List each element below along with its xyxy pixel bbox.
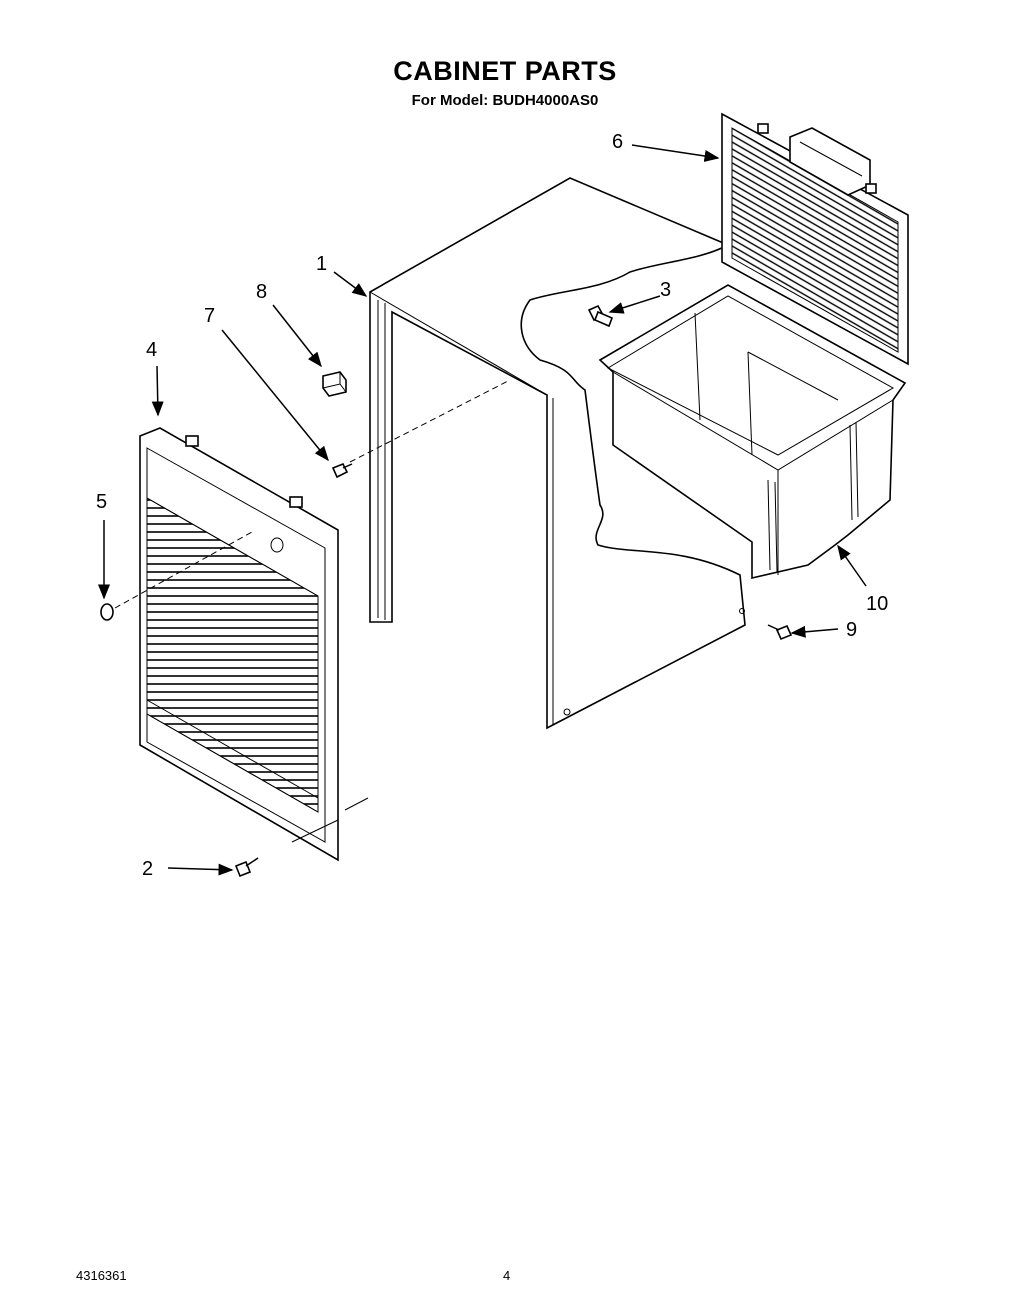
part-2-screw — [234, 857, 259, 878]
part-5-plug — [100, 603, 114, 621]
callout-4: 4 — [146, 339, 157, 361]
callout-10: 10 — [866, 593, 888, 615]
callout-5: 5 — [96, 491, 107, 513]
water-bucket — [598, 284, 907, 580]
callout-1: 1 — [316, 253, 327, 275]
callout-7: 7 — [204, 305, 215, 327]
front-grille-panel — [139, 427, 339, 862]
page-title: CABINET PARTS — [393, 56, 617, 86]
callout-9: 9 — [846, 619, 857, 641]
callout-3: 3 — [660, 279, 671, 301]
callout-8: 8 — [256, 281, 267, 303]
cabinet-wrapper — [369, 177, 746, 730]
part-7-screw — [331, 462, 353, 479]
part-3-screw — [587, 304, 614, 328]
model-subtitle: For Model: BUDH4000AS0 — [411, 92, 599, 109]
callout-2: 2 — [142, 858, 153, 880]
page-number: 4 — [503, 1268, 511, 1283]
callout-6: 6 — [612, 131, 623, 153]
part-9-screw — [767, 624, 793, 641]
part-8-clip — [322, 371, 347, 397]
filter-cover — [721, 112, 909, 366]
part-number: 4316361 — [76, 1268, 127, 1283]
